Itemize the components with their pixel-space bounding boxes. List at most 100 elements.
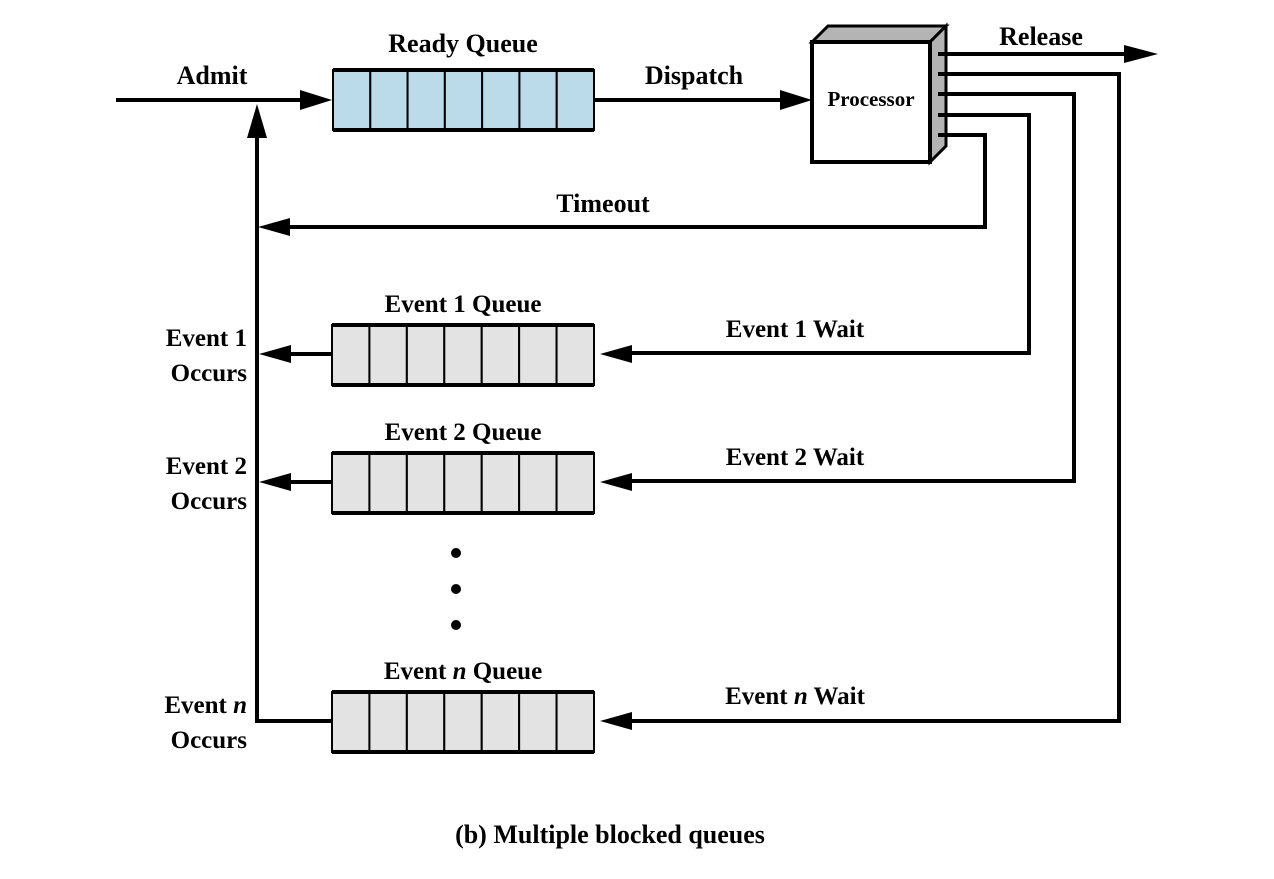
- event-wait-label: Event 2 Wait: [726, 444, 865, 471]
- queue-slot: [405, 452, 446, 514]
- event-queue-label-variable: 1: [453, 291, 466, 318]
- event-occurs-label-prefix: Event: [166, 453, 235, 480]
- ellipsis-dot: [451, 620, 461, 630]
- timeout-path: [284, 133, 987, 229]
- queue-slot: [480, 452, 521, 514]
- event-queue-label-suffix: Queue: [466, 419, 542, 446]
- event-occurs-label-line2: Occurs: [171, 488, 248, 515]
- ellipsis-dots: [451, 548, 461, 630]
- event-occurs-label-variable: 2: [235, 453, 248, 480]
- queue-slot: [555, 324, 595, 386]
- figure-caption: (b) Multiple blocked queues: [455, 820, 765, 849]
- event-queue-slots: [331, 323, 595, 387]
- event-occurs-label-variable: 1: [235, 325, 248, 352]
- queue-slot: [555, 452, 595, 514]
- event-wait-label-prefix: Event: [725, 683, 794, 710]
- queue-slot: [405, 324, 446, 386]
- admit-label: Admit: [177, 61, 248, 90]
- queue-slot: [518, 452, 558, 514]
- ready-queue: [332, 68, 596, 132]
- processor: Processor: [808, 22, 950, 166]
- event-wait-label: Event n Wait: [725, 683, 866, 710]
- wait-arrowhead: [600, 473, 632, 491]
- queue-slot: [443, 69, 484, 131]
- event-wait-label-suffix: Wait: [807, 444, 865, 471]
- queue-slot: [405, 691, 446, 753]
- queue-slot: [331, 324, 371, 386]
- queue-slot: [368, 691, 408, 753]
- release-arrowhead: [1124, 45, 1158, 63]
- event-occurs-label-prefix: Event: [164, 692, 233, 719]
- queue-slot: [518, 691, 558, 753]
- wait-arrowhead: [600, 712, 632, 730]
- processor-label: Processor: [827, 87, 914, 111]
- event-occurs-label-line2: Occurs: [171, 727, 248, 754]
- event-queue-label-prefix: Event: [385, 291, 454, 318]
- event-queue-slots: [331, 451, 595, 515]
- event-2-wait-path: [630, 92, 1076, 483]
- dispatch-arrowhead: [780, 90, 812, 110]
- event-wait-label: Event 1 Wait: [726, 316, 865, 343]
- queue-slot: [369, 69, 409, 131]
- occurs-arrowhead: [259, 345, 291, 363]
- event-n-wait-path: [630, 72, 1121, 723]
- event-wait-label-prefix: Event: [726, 444, 795, 471]
- queue-slot: [368, 324, 408, 386]
- queue-slot: [481, 69, 521, 131]
- event-occurs-label-prefix: Event: [166, 325, 235, 352]
- timeout-arrowhead: [258, 218, 290, 236]
- queue-slot: [555, 691, 595, 753]
- ready-queue-label: Ready Queue: [388, 29, 538, 58]
- queue-slot: [331, 691, 371, 753]
- release-label: Release: [999, 22, 1083, 51]
- event-occurs-label: Event 2: [166, 453, 247, 480]
- queue-slot: [368, 452, 408, 514]
- occurs-arrowhead: [259, 473, 291, 491]
- event-wait-label-prefix: Event: [726, 316, 795, 343]
- event-wait-label-suffix: Wait: [808, 683, 866, 710]
- queue-slot: [443, 324, 483, 386]
- event-queue-slots: [331, 690, 595, 754]
- queue-slot: [518, 324, 558, 386]
- event-queue-label-prefix: Event: [384, 658, 453, 685]
- queue-slot: [518, 69, 558, 131]
- queue-slot: [443, 452, 483, 514]
- ellipsis-dot: [451, 584, 461, 594]
- event-queue-label: Event 2 Queue: [385, 419, 542, 446]
- queue-slot: [331, 452, 371, 514]
- event-1-wait-path: [630, 113, 1031, 355]
- dispatch-label: Dispatch: [645, 61, 744, 90]
- queue-slot: [406, 69, 446, 131]
- queue-slot: [443, 691, 483, 753]
- timeout-label: Timeout: [556, 189, 650, 218]
- event-queue-label-variable: n: [453, 658, 467, 685]
- admit-arrowhead: [300, 90, 332, 110]
- event-queue-label-variable: 2: [453, 419, 466, 446]
- processor-top-face: [808, 24, 950, 44]
- event-occurs-label: Event 1: [166, 325, 247, 352]
- ellipsis-dot: [451, 548, 461, 558]
- event-occurs-label: Event n: [164, 692, 247, 719]
- processor-front-face: [810, 40, 932, 164]
- event-queue-label-suffix: Queue: [466, 291, 542, 318]
- queue-slot: [480, 691, 521, 753]
- return-arrowhead: [247, 104, 267, 138]
- event-occurs-label-line2: Occurs: [171, 360, 248, 387]
- queue-slot: [332, 69, 372, 131]
- event-occurs-label-variable: n: [233, 692, 247, 719]
- wait-arrowhead: [600, 345, 632, 363]
- ready-queue-slots: [332, 68, 596, 132]
- event-queue-label-prefix: Event: [385, 419, 454, 446]
- queue-slot: [555, 69, 596, 131]
- event-wait-label-variable: 2: [795, 444, 808, 471]
- event-queue-label-suffix: Queue: [466, 658, 542, 685]
- event-wait-label-suffix: Wait: [807, 316, 865, 343]
- event-wait-label-variable: 1: [795, 316, 808, 343]
- event-queue-label: Event 1 Queue: [385, 291, 542, 318]
- event-wait-label-variable: n: [794, 683, 808, 710]
